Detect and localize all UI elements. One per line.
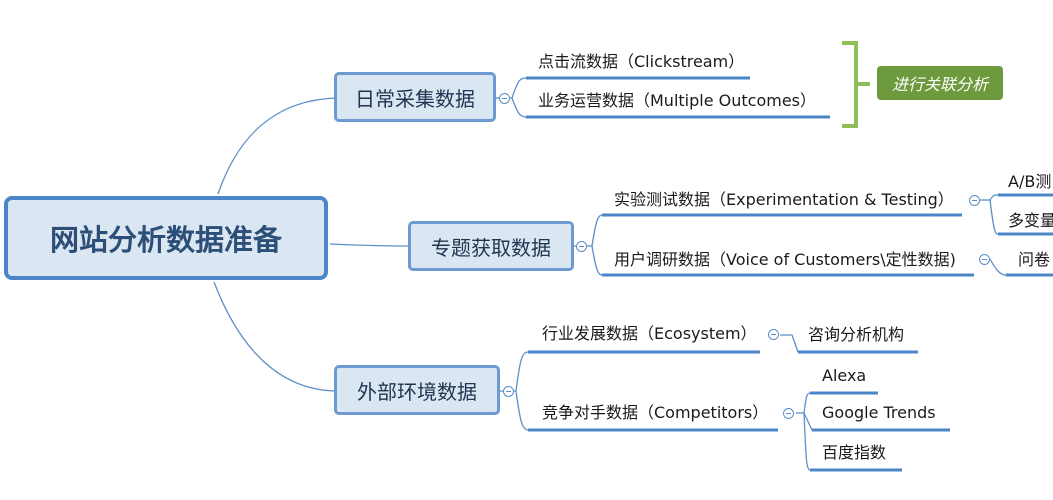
leaf-multiple-outcomes[interactable]: 业务运营数据（Multiple Outcomes） xyxy=(538,91,817,110)
leaf-clickstream[interactable]: 点击流数据（Clickstream） xyxy=(538,52,745,71)
summary-annotation[interactable]: 进行关联分析 xyxy=(877,66,1003,100)
leaf-survey[interactable]: 问卷 xyxy=(1018,250,1051,269)
leaf-google-trends[interactable]: Google Trends xyxy=(822,403,936,422)
leaf-baidu-index[interactable]: 百度指数 xyxy=(822,443,887,462)
root-topic[interactable]: 网站分析数据准备 xyxy=(4,196,328,280)
collapse-toggle[interactable] xyxy=(783,408,794,419)
collapse-toggle[interactable] xyxy=(969,195,980,206)
leaf-alexa[interactable]: Alexa xyxy=(822,366,867,385)
leaf-competitors[interactable]: 竞争对手数据（Competitors） xyxy=(542,403,769,422)
collapse-toggle[interactable] xyxy=(499,93,510,104)
leaf-ab-test[interactable]: A/B测 xyxy=(1008,172,1052,191)
branch-external-environment[interactable]: 外部环境数据 xyxy=(334,365,500,415)
branch-special-acquisition[interactable]: 专题获取数据 xyxy=(408,221,574,271)
leaf-voice-of-customers[interactable]: 用户调研数据（Voice of Customers\定性数据) xyxy=(614,250,956,269)
collapse-toggle[interactable] xyxy=(503,386,514,397)
leaf-multivariate[interactable]: 多变量 xyxy=(1008,211,1053,230)
leaf-consulting-agencies[interactable]: 咨询分析机构 xyxy=(808,325,905,344)
summary-bracket xyxy=(842,41,870,128)
collapse-toggle[interactable] xyxy=(768,329,779,340)
leaf-experimentation-testing[interactable]: 实验测试数据（Experimentation & Testing） xyxy=(614,190,954,209)
leaf-ecosystem[interactable]: 行业发展数据（Ecosystem） xyxy=(542,324,757,343)
collapse-toggle[interactable] xyxy=(576,241,587,252)
collapse-toggle[interactable] xyxy=(979,254,990,265)
branch-daily-collection[interactable]: 日常采集数据 xyxy=(334,72,496,122)
